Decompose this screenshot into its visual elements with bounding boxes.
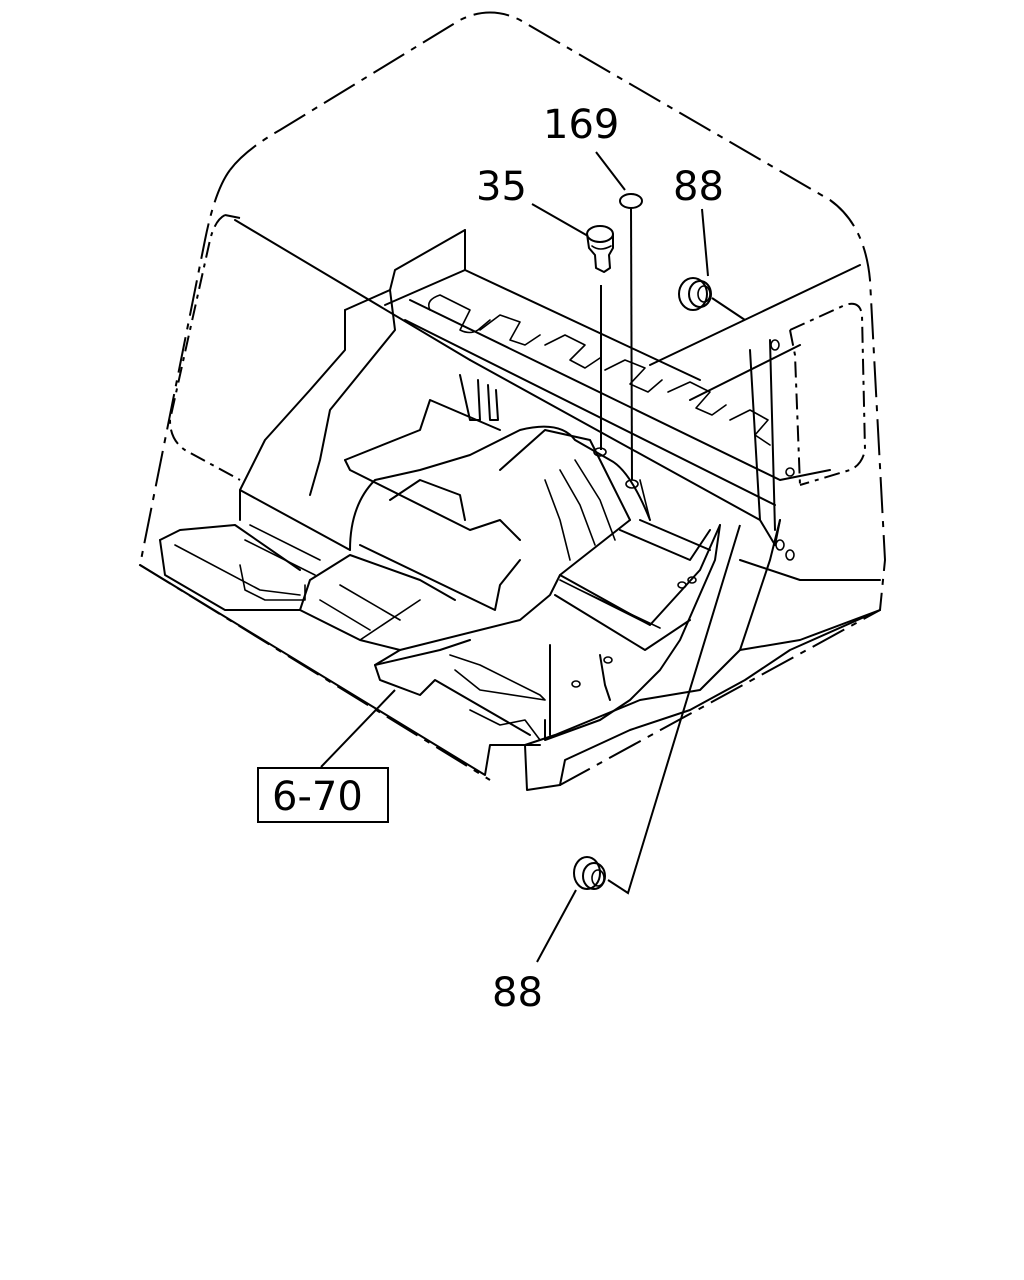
leader-lines	[320, 151, 709, 963]
reference-box-frame	[257, 767, 389, 823]
callout-35: 35	[476, 164, 527, 210]
cab-shell-outline	[138, 11, 887, 786]
part-169-plug	[619, 193, 643, 481]
part-88-bottom-grommet	[573, 524, 741, 895]
reference-box-6-70[interactable]: 6-70	[257, 767, 389, 823]
callout-88-bottom: 88	[492, 970, 543, 1016]
callout-169: 169	[543, 102, 619, 148]
part-35-clip	[586, 225, 614, 450]
part-88-top-grommet	[678, 277, 746, 321]
floor-panel	[139, 219, 881, 791]
reference-label: 6-70	[272, 774, 363, 820]
callout-88-top: 88	[673, 164, 724, 210]
